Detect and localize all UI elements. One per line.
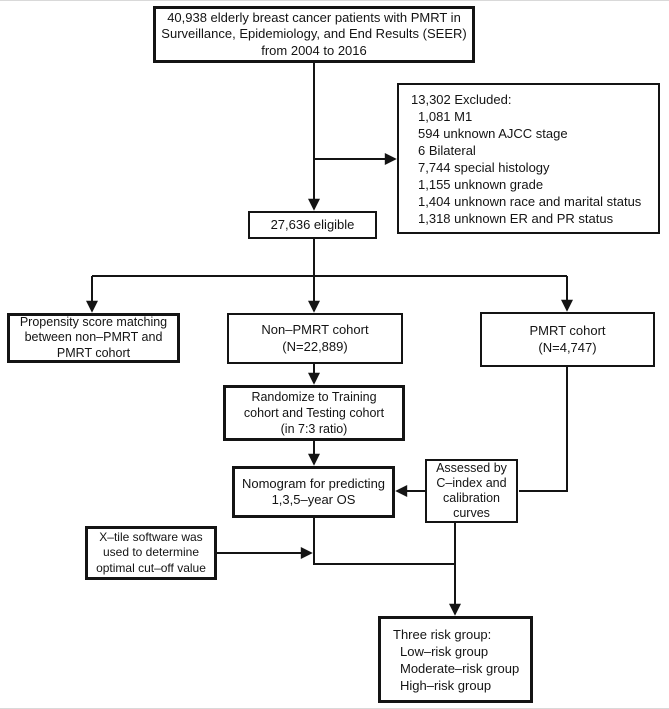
node-text-line: from 2004 to 2016 (261, 42, 367, 58)
connector-pmrt-to-assessed (519, 367, 568, 492)
node-text-line: calibration (443, 491, 500, 505)
node-text-line: between non–PMRT and (24, 330, 163, 345)
node-text-line: PMRT cohort (56, 345, 131, 360)
node-text-line: 594 unknown AJCC stage (418, 125, 568, 141)
node-text-line: Assessed by (436, 461, 507, 475)
node-text-line: Non–PMRT cohort (261, 322, 369, 337)
node-text-line: cohort and Testing cohort (243, 406, 385, 420)
node-propensity-matching: Propensity score matching between non–PM… (7, 313, 180, 363)
node-text-line: 6 Bilateral (418, 142, 476, 158)
node-text-line: 13,302 Excluded: (411, 91, 512, 107)
node-text-line: (N=22,889) (282, 338, 348, 354)
node-text-line: Moderate–risk group (400, 660, 520, 676)
node-text-line: 1,081 M1 (418, 108, 473, 124)
node-text-line: 1,404 unknown race and marital status (418, 193, 642, 209)
node-text-line: Three risk group: (393, 626, 492, 642)
node-risk-groups: Three risk group: Low–risk group Moderat… (378, 616, 533, 703)
node-text-line: X–tile software was (99, 529, 203, 544)
node-randomize: Randomize to Training cohort and Testing… (223, 385, 405, 441)
node-excluded: 13,302 Excluded: 1,081 M1 594 unknown AJ… (397, 83, 660, 234)
node-pmrt-cohort: PMRT cohort (N=4,747) (480, 312, 655, 367)
node-text-line: (in 7:3 ratio) (280, 422, 348, 436)
node-nomogram: Nomogram for predicting 1,3,5–year OS (232, 466, 395, 518)
node-text-line: Surveillance, Epidemiology, and End Resu… (161, 26, 467, 42)
node-text-line: Randomize to Training (251, 390, 377, 404)
node-text-line: C–index and (436, 476, 507, 490)
node-text-line: (N=4,747) (538, 339, 597, 355)
node-text-line: 40,938 elderly breast cancer patients wi… (167, 9, 461, 25)
node-text-line: curves (453, 506, 490, 520)
node-text-line: Nomogram for predicting (241, 475, 386, 491)
node-text-line: 1,318 unknown ER and PR status (418, 210, 614, 226)
node-assessed: Assessed by C–index and calibration curv… (425, 459, 518, 523)
node-text-line: Low–risk group (400, 643, 489, 659)
node-text-line: 27,636 eligible (270, 216, 355, 232)
node-non-pmrt-cohort: Non–PMRT cohort (N=22,889) (227, 313, 403, 364)
node-text-line: 1,155 unknown grade (418, 176, 544, 192)
node-text-line: 1,3,5–year OS (271, 492, 356, 507)
node-text-line: optimal cut–off value (96, 560, 206, 575)
node-text-line: 7,744 special histology (418, 159, 550, 175)
node-text-line: used to determine (102, 545, 200, 560)
node-text-line: Propensity score matching (19, 314, 168, 329)
node-source-population: 40,938 elderly breast cancer patients wi… (153, 6, 475, 63)
node-eligible: 27,636 eligible (248, 211, 377, 239)
node-text-line: PMRT cohort (529, 323, 606, 338)
node-xtile-software: X–tile software was used to determine op… (85, 526, 217, 580)
node-text-line: High–risk group (400, 677, 492, 693)
